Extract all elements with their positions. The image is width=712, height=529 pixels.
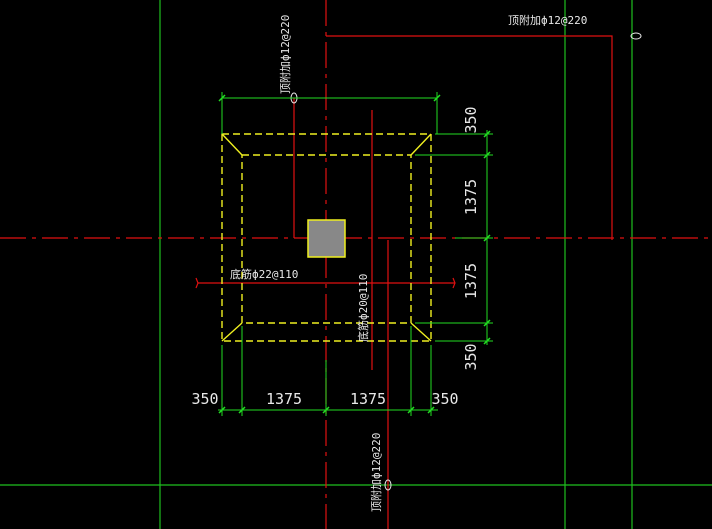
tick bbox=[483, 337, 491, 345]
rebar-end-mark-right bbox=[630, 32, 642, 40]
top-right-rebar-line bbox=[326, 35, 613, 240]
tick bbox=[427, 406, 435, 414]
foundation-outer-edge[interactable] bbox=[221, 133, 432, 342]
tick bbox=[322, 406, 330, 414]
right-dimension-texts: 350 1375 1375 350 bbox=[462, 106, 480, 370]
dim-right-3: 1375 bbox=[462, 263, 480, 299]
dim-bottom-4: 350 bbox=[431, 390, 458, 408]
column-section[interactable] bbox=[307, 219, 346, 258]
rebar-end-mark-bottom bbox=[384, 479, 392, 491]
note-top-right-rebar: 顶附加ф12@220 bbox=[508, 13, 587, 27]
note-bottom-vertical-rebar: 顶附加ф12@220 bbox=[369, 433, 383, 512]
tick bbox=[407, 406, 415, 414]
rebar-annotations: 顶附加ф12@220 顶附加ф12@220 底筋ф22@110 底筋ф20@11… bbox=[230, 13, 587, 512]
note-bottom-y-rebar: 底筋ф20@110 bbox=[356, 274, 370, 342]
tick bbox=[218, 406, 226, 414]
bottom-dimension-texts: 350 1375 1375 350 bbox=[191, 390, 458, 408]
foundation-outline[interactable] bbox=[221, 133, 432, 342]
dim-right-1: 350 bbox=[462, 106, 480, 133]
tick bbox=[238, 406, 246, 414]
tick bbox=[483, 234, 491, 242]
tick bbox=[433, 94, 441, 102]
foundation-inner-edge[interactable] bbox=[241, 154, 412, 324]
note-top-vertical-rebar: 顶附加ф12@220 bbox=[278, 15, 292, 94]
bottom-x-rebar-hook-left bbox=[195, 277, 199, 289]
bottom-x-rebar-hook-right bbox=[452, 277, 456, 289]
dim-bottom-2: 1375 bbox=[266, 390, 302, 408]
dim-bottom-1: 350 bbox=[191, 390, 218, 408]
slope-top-left bbox=[221, 133, 243, 156]
dim-bottom-3: 1375 bbox=[350, 390, 386, 408]
tick bbox=[483, 319, 491, 327]
dimension-ticks bbox=[218, 94, 491, 414]
slope-top-right bbox=[410, 133, 432, 156]
tick bbox=[483, 151, 491, 159]
dim-right-4: 350 bbox=[462, 343, 480, 370]
slope-bottom-right bbox=[410, 322, 432, 342]
tick bbox=[218, 94, 226, 102]
note-bottom-x-rebar: 底筋ф22@110 bbox=[230, 267, 298, 281]
dim-right-2: 1375 bbox=[462, 179, 480, 215]
foundation-corner-slopes bbox=[221, 133, 432, 342]
tick bbox=[483, 130, 491, 138]
slope-bottom-left bbox=[221, 322, 243, 342]
